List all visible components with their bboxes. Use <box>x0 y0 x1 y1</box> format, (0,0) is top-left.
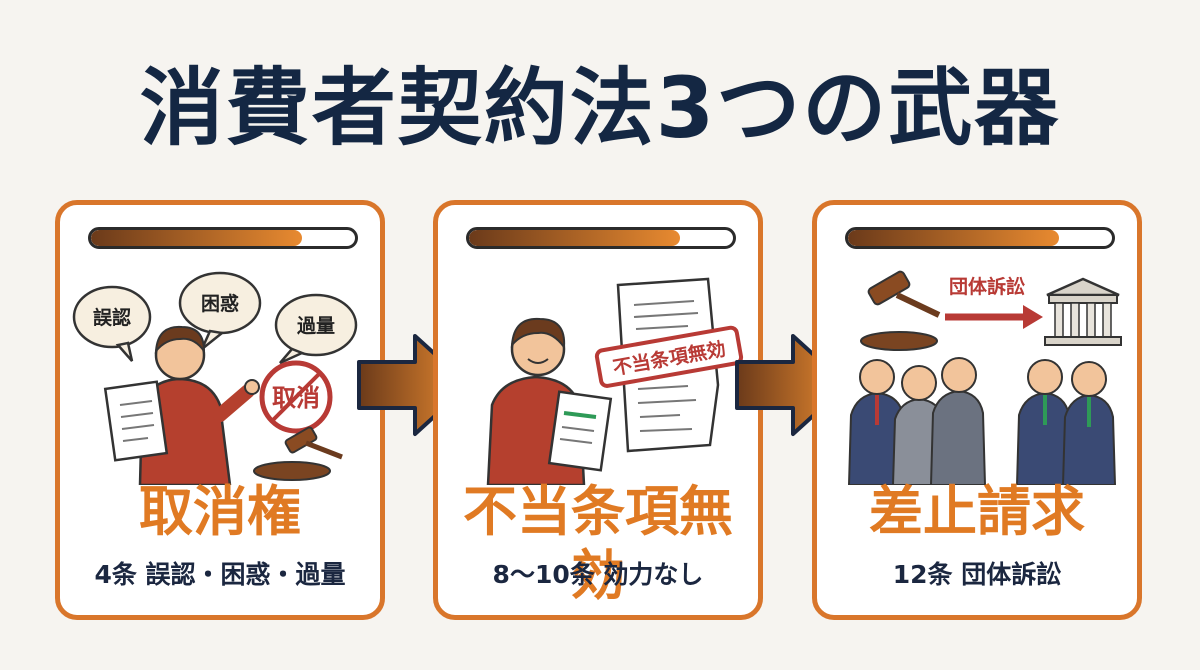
court-building-icon <box>1044 277 1122 346</box>
arrow-right-icon <box>945 305 1043 329</box>
speech-bubble-icon: 困惑 <box>178 271 262 350</box>
card-injunction: 団体訴訟 差止請求 12条 団体訴訟 <box>812 200 1142 620</box>
gavel-icon <box>253 426 343 481</box>
injunction-illustration: 団体訴訟 <box>847 270 1122 485</box>
speech-bubble-icon: 過量 <box>274 293 358 365</box>
group-of-people-icon <box>847 357 1117 485</box>
card-heading: 差止請求 <box>869 480 1085 543</box>
gavel-icon <box>860 270 941 351</box>
page-title: 消費者契約法3つの武器 <box>139 59 1061 157</box>
progress-bar-fill <box>469 230 681 246</box>
card-cancellation-right: 誤認 困惑 過量 取消 <box>55 200 385 620</box>
speech-bubble-icon: 誤認 <box>72 285 152 362</box>
bubble-label-misrepresentation: 誤認 <box>93 306 131 329</box>
document-icon <box>547 390 613 472</box>
unfair-terms-illustration: 不当条項無効 <box>486 277 744 485</box>
cancellation-illustration: 誤認 困惑 過量 取消 <box>72 271 358 485</box>
card-subtitle: 4条 誤認・困惑・過量 <box>94 560 346 589</box>
progress-bar <box>466 227 736 249</box>
bubble-label-confusion: 困惑 <box>201 292 239 315</box>
document-icon <box>103 380 169 462</box>
card-heading: 取消権 <box>139 480 301 543</box>
progress-bar <box>845 227 1115 249</box>
progress-bar-fill <box>91 230 303 246</box>
stamp-text: 取消 <box>272 384 320 412</box>
arrow-label: 団体訴訟 <box>949 275 1025 298</box>
cancel-stamp-icon: 取消 <box>259 360 333 434</box>
progress-bar-fill <box>848 230 1060 246</box>
card-unfair-terms-void: 不当条項無効 不当条項無効 8〜10条 効力なし <box>433 200 763 620</box>
person-icon <box>138 325 260 485</box>
card-heading: 不当条項無効 <box>463 480 733 607</box>
progress-bar <box>88 227 358 249</box>
card-subtitle: 8〜10条 効力なし <box>492 560 704 589</box>
card-subtitle: 12条 団体訴訟 <box>892 560 1062 589</box>
bubble-label-excessive: 過量 <box>297 315 335 337</box>
